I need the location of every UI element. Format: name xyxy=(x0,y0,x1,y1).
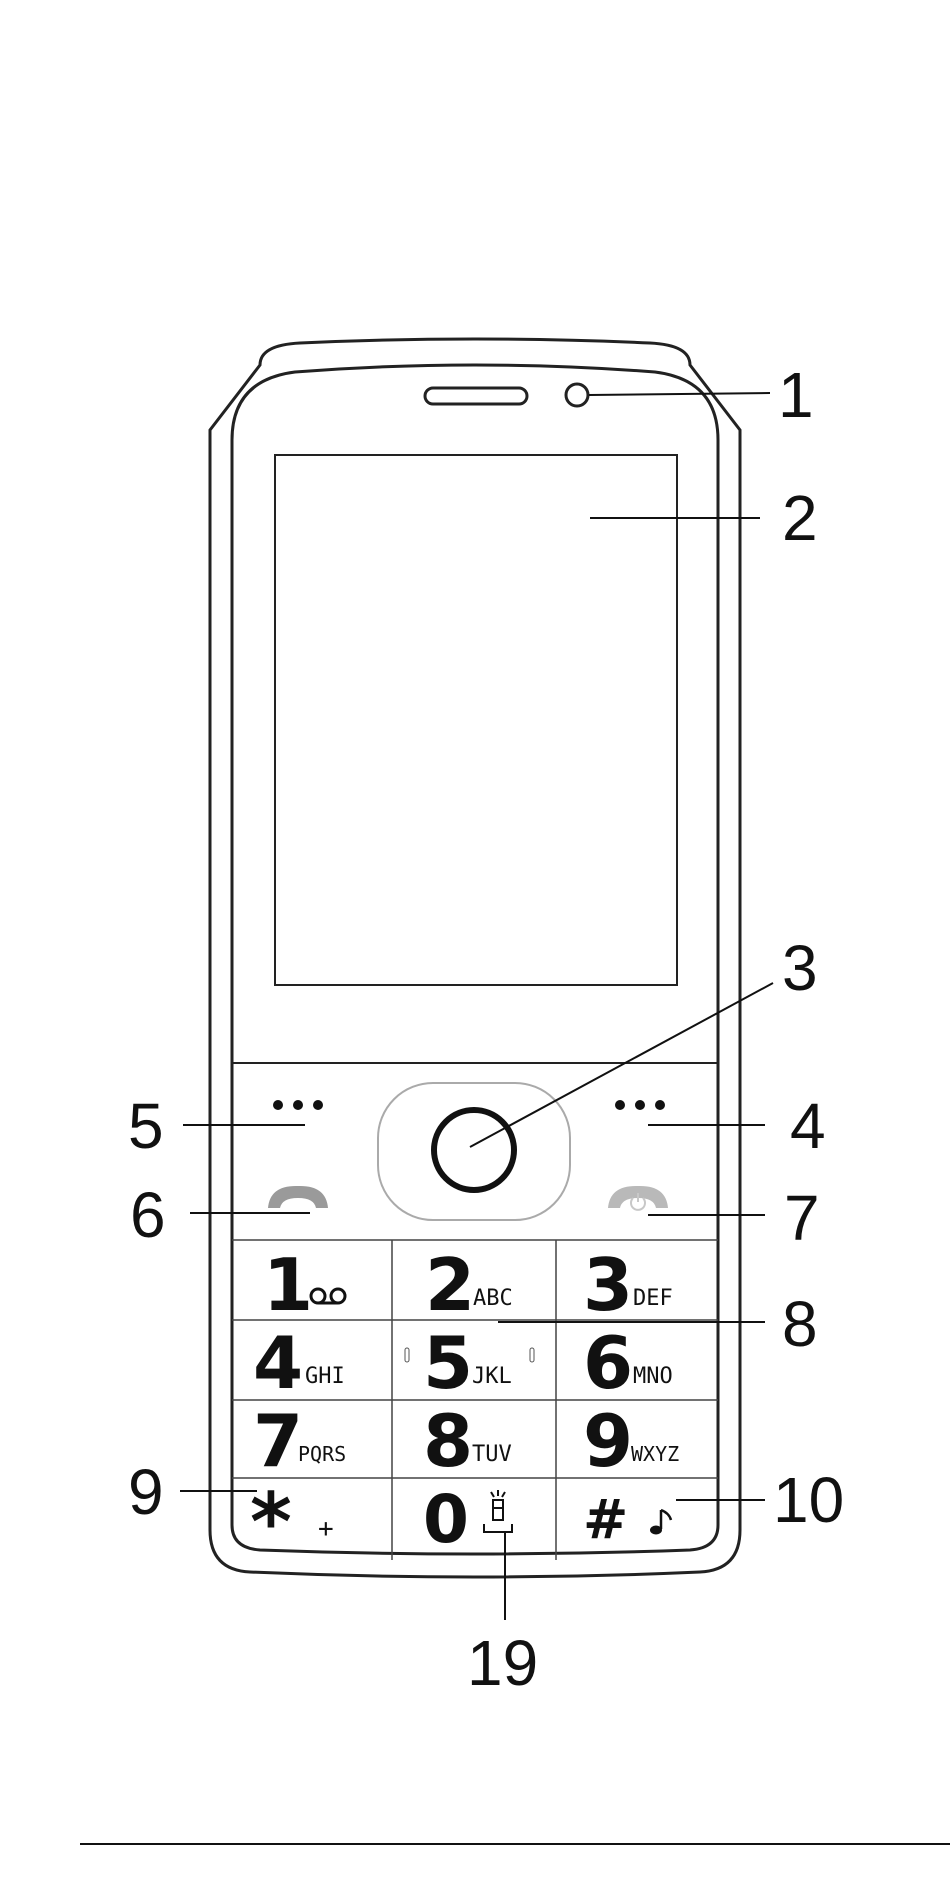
key-digit: 8 xyxy=(423,1399,473,1483)
key-5[interactable]: 5 JKL xyxy=(405,1321,534,1405)
callout-9: 9 xyxy=(128,1456,164,1528)
key-letters: DEF xyxy=(633,1286,673,1311)
ok-center-key[interactable] xyxy=(434,1110,514,1190)
key-7[interactable]: 7 PQRS xyxy=(253,1399,346,1483)
voicemail-icon xyxy=(311,1289,345,1303)
end-power-key[interactable] xyxy=(608,1186,668,1210)
key-digit: 9 xyxy=(583,1399,633,1483)
callout-1: 1 xyxy=(778,359,814,431)
call-key[interactable] xyxy=(268,1186,328,1208)
key-digit: 1 xyxy=(263,1243,313,1327)
key-digit: # xyxy=(583,1488,628,1551)
key-letters: ABC xyxy=(473,1286,513,1311)
key-9[interactable]: 9 WXYZ xyxy=(583,1399,679,1483)
key-letters: JKL xyxy=(472,1364,512,1389)
key-digit: * xyxy=(250,1476,292,1569)
key-3[interactable]: 3 DEF xyxy=(583,1243,673,1327)
key-letters: PQRS xyxy=(298,1442,346,1466)
callout-3: 3 xyxy=(782,932,818,1004)
navigation-pad[interactable] xyxy=(378,1083,570,1220)
leader-1 xyxy=(589,393,770,395)
callout-10: 10 xyxy=(773,1464,844,1536)
key-0[interactable]: 0 xyxy=(423,1481,512,1558)
key-4[interactable]: 4 GHI xyxy=(253,1321,345,1405)
key-digit: 2 xyxy=(425,1243,475,1327)
key-letters: MNO xyxy=(633,1364,673,1389)
camera-lens xyxy=(566,384,588,406)
callout-5: 5 xyxy=(128,1090,164,1162)
callout-4: 4 xyxy=(790,1090,826,1162)
callout-19: 19 xyxy=(467,1627,538,1699)
display-screen xyxy=(275,455,677,985)
right-soft-key[interactable] xyxy=(615,1100,665,1110)
key-letters: GHI xyxy=(305,1364,345,1389)
key-digit: 5 xyxy=(423,1321,473,1405)
key-2[interactable]: 2 ABC xyxy=(425,1243,513,1327)
key-star[interactable]: * + xyxy=(250,1476,334,1569)
key-digit: 3 xyxy=(583,1243,633,1327)
tactile-nub-right xyxy=(530,1348,534,1362)
key-digit: 6 xyxy=(583,1321,633,1405)
flashlight-icon xyxy=(484,1490,512,1532)
earpiece-slot xyxy=(425,388,527,404)
callout-2: 2 xyxy=(782,482,818,554)
callout-8: 8 xyxy=(782,1288,818,1360)
left-soft-key[interactable] xyxy=(273,1100,323,1110)
key-letters: + xyxy=(318,1514,334,1544)
key-digit: 7 xyxy=(253,1399,303,1483)
callout-6: 6 xyxy=(130,1179,166,1251)
call-icon xyxy=(268,1186,328,1208)
key-hash[interactable]: # xyxy=(583,1488,671,1551)
key-digit: 0 xyxy=(423,1481,469,1558)
key-letters: WXYZ xyxy=(631,1442,679,1466)
key-letters: TUV xyxy=(472,1442,512,1467)
key-8[interactable]: 8 TUV xyxy=(423,1399,512,1483)
tactile-nub-left xyxy=(405,1348,409,1362)
callout-7: 7 xyxy=(784,1182,820,1254)
key-1[interactable]: 1 xyxy=(263,1243,345,1327)
leader-3 xyxy=(470,983,773,1147)
music-note-icon xyxy=(650,1510,671,1535)
key-6[interactable]: 6 MNO xyxy=(583,1321,673,1405)
key-digit: 4 xyxy=(253,1321,303,1405)
